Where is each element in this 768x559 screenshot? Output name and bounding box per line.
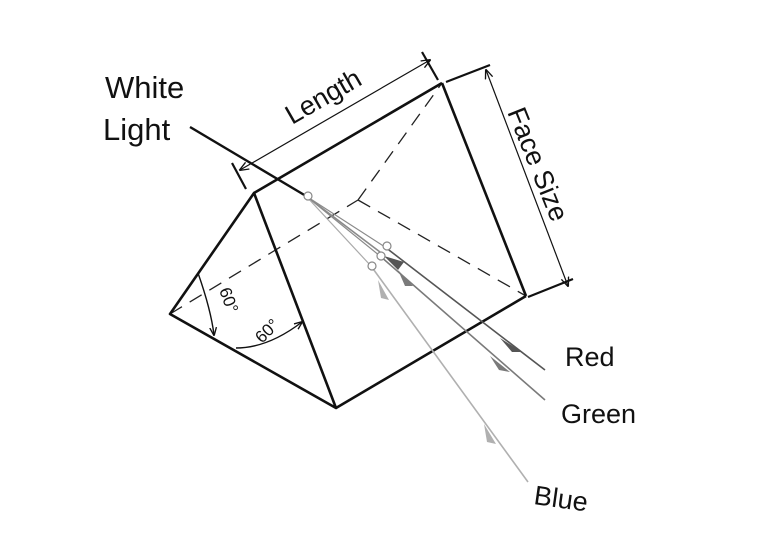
- ray-points: [303, 191, 392, 271]
- red-label: Red: [565, 342, 615, 372]
- red-arrowhead-2: [500, 338, 522, 352]
- hidden-edge-back-bottom: [169, 199, 359, 315]
- green-arrowhead-2: [490, 356, 510, 372]
- green-ray: [379, 255, 546, 401]
- angle-arc-left: [197, 272, 214, 335]
- blue-ray: [370, 265, 529, 483]
- hidden-edge-back-top: [357, 82, 443, 201]
- length-label: Length: [280, 63, 367, 130]
- blue-arrowhead-2: [484, 424, 496, 444]
- length-dimension: [231, 51, 439, 190]
- ray-inner-red: [305, 195, 386, 248]
- green-arrowhead-1: [398, 270, 413, 286]
- hidden-edges: [169, 82, 527, 315]
- front-triangle-face: [168, 191, 338, 410]
- blue-label: Blue: [532, 480, 590, 517]
- bottom-edge: [335, 294, 527, 410]
- white-light-label-line1: White: [105, 70, 184, 105]
- exit-point-red: [382, 241, 392, 251]
- red-arrowhead-1: [384, 256, 404, 270]
- length-tick-left: [231, 162, 247, 190]
- prism-outline: [168, 81, 528, 410]
- green-label: Green: [561, 399, 636, 429]
- light-rays: [305, 195, 546, 483]
- length-dimension-line: [240, 60, 430, 170]
- length-tick-right: [421, 51, 439, 81]
- blue-arrowhead-1: [378, 280, 389, 300]
- angle-label-left: 60°: [215, 285, 242, 316]
- face-size-dimension: [445, 63, 574, 299]
- white-light-label-line2: Light: [103, 112, 171, 147]
- angle-arcs: [197, 272, 302, 349]
- entry-point: [303, 191, 313, 201]
- exit-point-blue: [367, 261, 377, 271]
- ray-inner-green: [305, 195, 381, 257]
- ray-arrowheads: [378, 256, 522, 444]
- red-ray: [384, 246, 546, 371]
- ray-inner-blue: [305, 195, 372, 267]
- exit-point-green: [376, 251, 386, 261]
- white-light-leader: [189, 125, 307, 198]
- face-size-tick-top: [445, 63, 491, 84]
- angle-arc-bottom: [235, 322, 302, 349]
- angle-label-bottom: 60°: [251, 315, 283, 347]
- face-size-dimension-line: [486, 70, 568, 286]
